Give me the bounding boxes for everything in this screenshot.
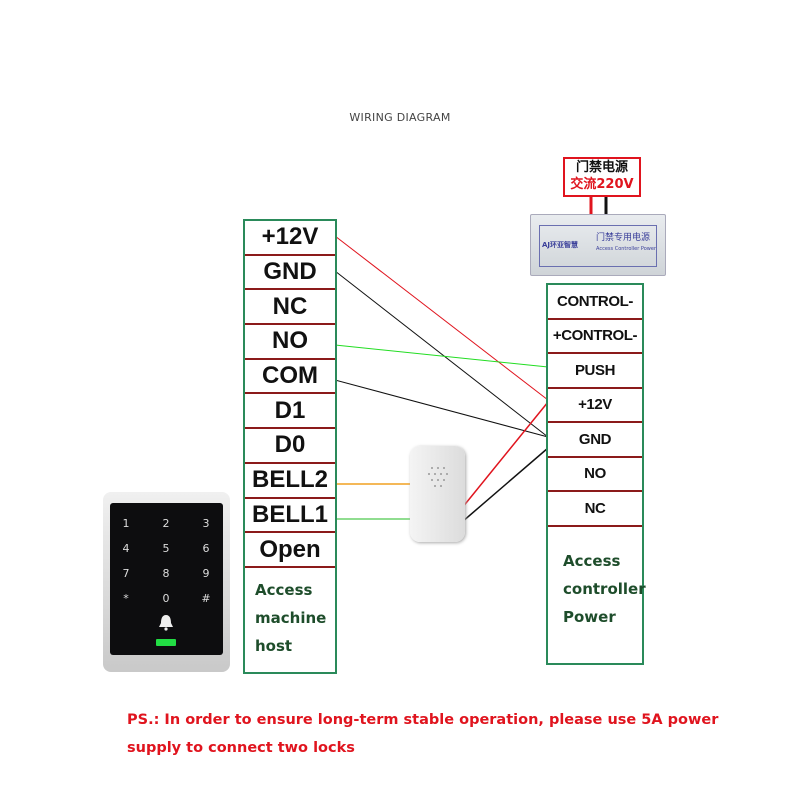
label-line: Access (563, 551, 621, 570)
terminal-d0: D0 (245, 429, 335, 464)
product-name: 门禁专用电源 (596, 233, 651, 243)
terminal-gnd: GND (548, 423, 642, 458)
terminal-no: NO (245, 325, 335, 360)
wire-bell-gnd (461, 447, 549, 523)
key-star: * (123, 592, 129, 605)
terminal-12v: +12V (245, 221, 335, 256)
label-line: host (255, 636, 293, 655)
wire-no-push (334, 344, 549, 368)
terminal-bell2: BELL2 (245, 464, 335, 499)
speaker-grille-icon (428, 467, 448, 487)
key-8: 8 (162, 567, 170, 580)
wire-com-gnd (334, 379, 549, 438)
label-line: Access (255, 580, 313, 599)
label-line: machine (255, 608, 327, 627)
wire-bell-12v (461, 401, 549, 509)
key-9: 9 (202, 567, 210, 580)
card-reader-icon (156, 639, 176, 646)
key-hash: # (201, 592, 211, 605)
note-line: PS.: In order to ensure long-term stable… (127, 712, 719, 728)
terminal-control-minus: CONTROL- (548, 285, 642, 320)
terminal-control-plus: +CONTROL- (548, 320, 642, 354)
terminal-no: NO (548, 458, 642, 492)
wire-12v (334, 235, 549, 401)
label-line: 门禁电源 (575, 160, 628, 175)
key-4: 4 (122, 542, 130, 555)
key-0: 0 (162, 592, 170, 605)
terminal-push: PUSH (548, 354, 642, 389)
keypad-image: 1 2 3 4 5 6 7 8 9 * 0 # (103, 492, 230, 672)
controller-label: Access controller Power (548, 527, 646, 663)
power-supply-image: AJ环亚智慧 门禁专用电源 Access Controller Power (530, 214, 666, 276)
key-7: 7 (122, 567, 130, 580)
key-6: 6 (202, 542, 210, 555)
terminal-nc: NC (245, 290, 335, 326)
access-host-terminal-block: +12V GND NC NO COM D1 D0 BELL2 BELL1 Ope… (243, 219, 337, 674)
key-3: 3 (202, 517, 210, 530)
keypad-face: 1 2 3 4 5 6 7 8 9 * 0 # (110, 503, 223, 655)
label-line: controller (563, 579, 646, 598)
product-subtitle: Access Controller Power (596, 246, 657, 252)
terminal-open: Open (245, 533, 335, 568)
access-host-label: Access machine host (245, 568, 335, 672)
key-5: 5 (162, 542, 170, 555)
terminal-nc: NC (548, 492, 642, 527)
brand-text: AJ环亚智慧 (542, 241, 579, 249)
wire-gnd (334, 270, 549, 438)
terminal-d1: D1 (245, 394, 335, 430)
power-supply-panel: AJ环亚智慧 门禁专用电源 Access Controller Power (539, 225, 657, 267)
key-2: 2 (162, 517, 170, 530)
terminal-bell1: BELL1 (245, 499, 335, 534)
note: PS.: In order to ensure long-term stable… (127, 706, 718, 762)
label-line: Power (563, 607, 616, 626)
terminal-gnd: GND (245, 256, 335, 291)
note-line: supply to connect two locks (127, 740, 355, 756)
key-1: 1 (122, 517, 130, 530)
label-line: 交流220V (570, 177, 634, 192)
ac-power-label: 门禁电源 交流220V (563, 157, 641, 197)
terminal-12v: +12V (548, 389, 642, 423)
controller-terminal-block: CONTROL- +CONTROL- PUSH +12V GND NO NC A… (546, 283, 646, 665)
terminal-com: COM (245, 360, 335, 395)
bell-icon (159, 615, 173, 631)
doorbell-image (410, 446, 465, 542)
diagram-title: WIRING DIAGRAM (349, 111, 451, 124)
